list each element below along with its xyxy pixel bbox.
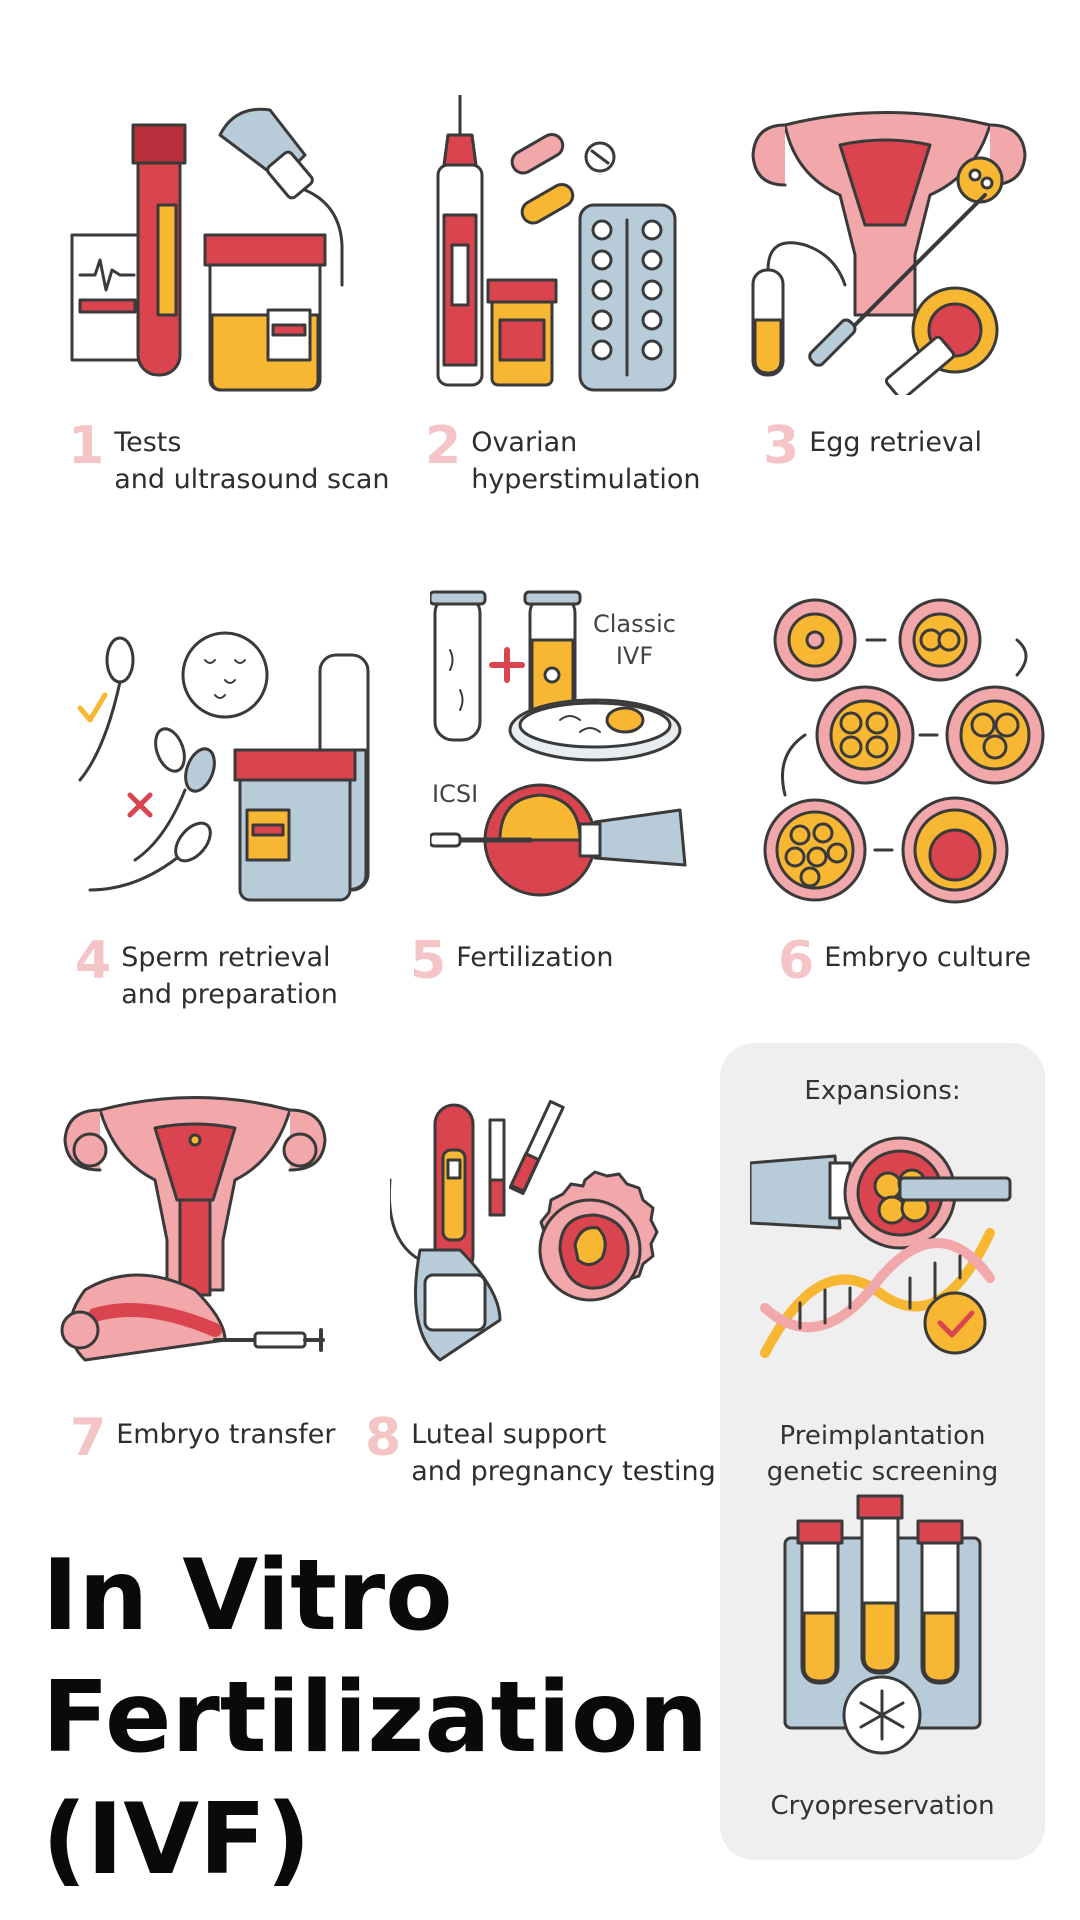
step-number: 1 (68, 416, 105, 476)
uterus-transfer-icon (55, 1090, 330, 1380)
step-label: Ovarian hyperstimulation (471, 427, 701, 495)
step-label: Tests and ultrasound scan (114, 427, 390, 495)
step-number: 8 (365, 1408, 402, 1468)
icsi-tag: ICSI (432, 780, 479, 808)
page-title: In Vitro Fertilization (IVF) (42, 1539, 709, 1897)
egg-retrieval-icon (745, 105, 1030, 395)
expansions-panel: Expansions: (720, 1043, 1045, 1860)
step-label: Luteal support and pregnancy testing (411, 1419, 716, 1487)
step-number: 5 (410, 931, 447, 991)
embryo-culture-icon (755, 595, 1055, 905)
pgs-label: Preimplantation genetic screening (766, 1421, 999, 1487)
expansions-heading: Expansions: (804, 1076, 961, 1106)
cryopreservation-icon (780, 1493, 985, 1758)
pregnancy-test-icon (390, 1100, 670, 1385)
step-number: 2 (425, 416, 462, 476)
medication-icon (430, 95, 680, 400)
step-label: Sperm retrieval and preparation (121, 942, 338, 1010)
step-1: 1 Tests and ultrasound scan (68, 420, 390, 498)
step-8: 8 Luteal support and pregnancy testing (365, 1412, 716, 1490)
step-3: 3 Egg retrieval (763, 420, 982, 472)
step-label: Embryo culture (824, 942, 1032, 973)
step-6: 6 Embryo culture (778, 935, 1031, 987)
step-number: 4 (75, 931, 112, 991)
fertilization-icon (430, 590, 690, 900)
step-label: Fertilization (456, 942, 614, 973)
step-2: 2 Ovarian hyperstimulation (425, 420, 700, 498)
step-label: Egg retrieval (809, 427, 983, 458)
step-5: 5 Fertilization (410, 935, 613, 987)
sperm-icon (75, 630, 375, 910)
step-4: 4 Sperm retrieval and preparation (75, 935, 338, 1013)
step-7: 7 Embryo transfer (70, 1412, 336, 1464)
step-number: 7 (70, 1408, 107, 1468)
step-number: 3 (763, 416, 800, 476)
classic-ivf-tag: Classic IVF (593, 610, 677, 670)
step-label: Embryo transfer (116, 1419, 336, 1450)
tests-ultrasound-icon (70, 95, 360, 405)
cryopreservation-label: Cryopreservation (770, 1791, 995, 1821)
genetic-screening-icon (750, 1128, 1015, 1363)
step-number: 6 (778, 931, 815, 991)
